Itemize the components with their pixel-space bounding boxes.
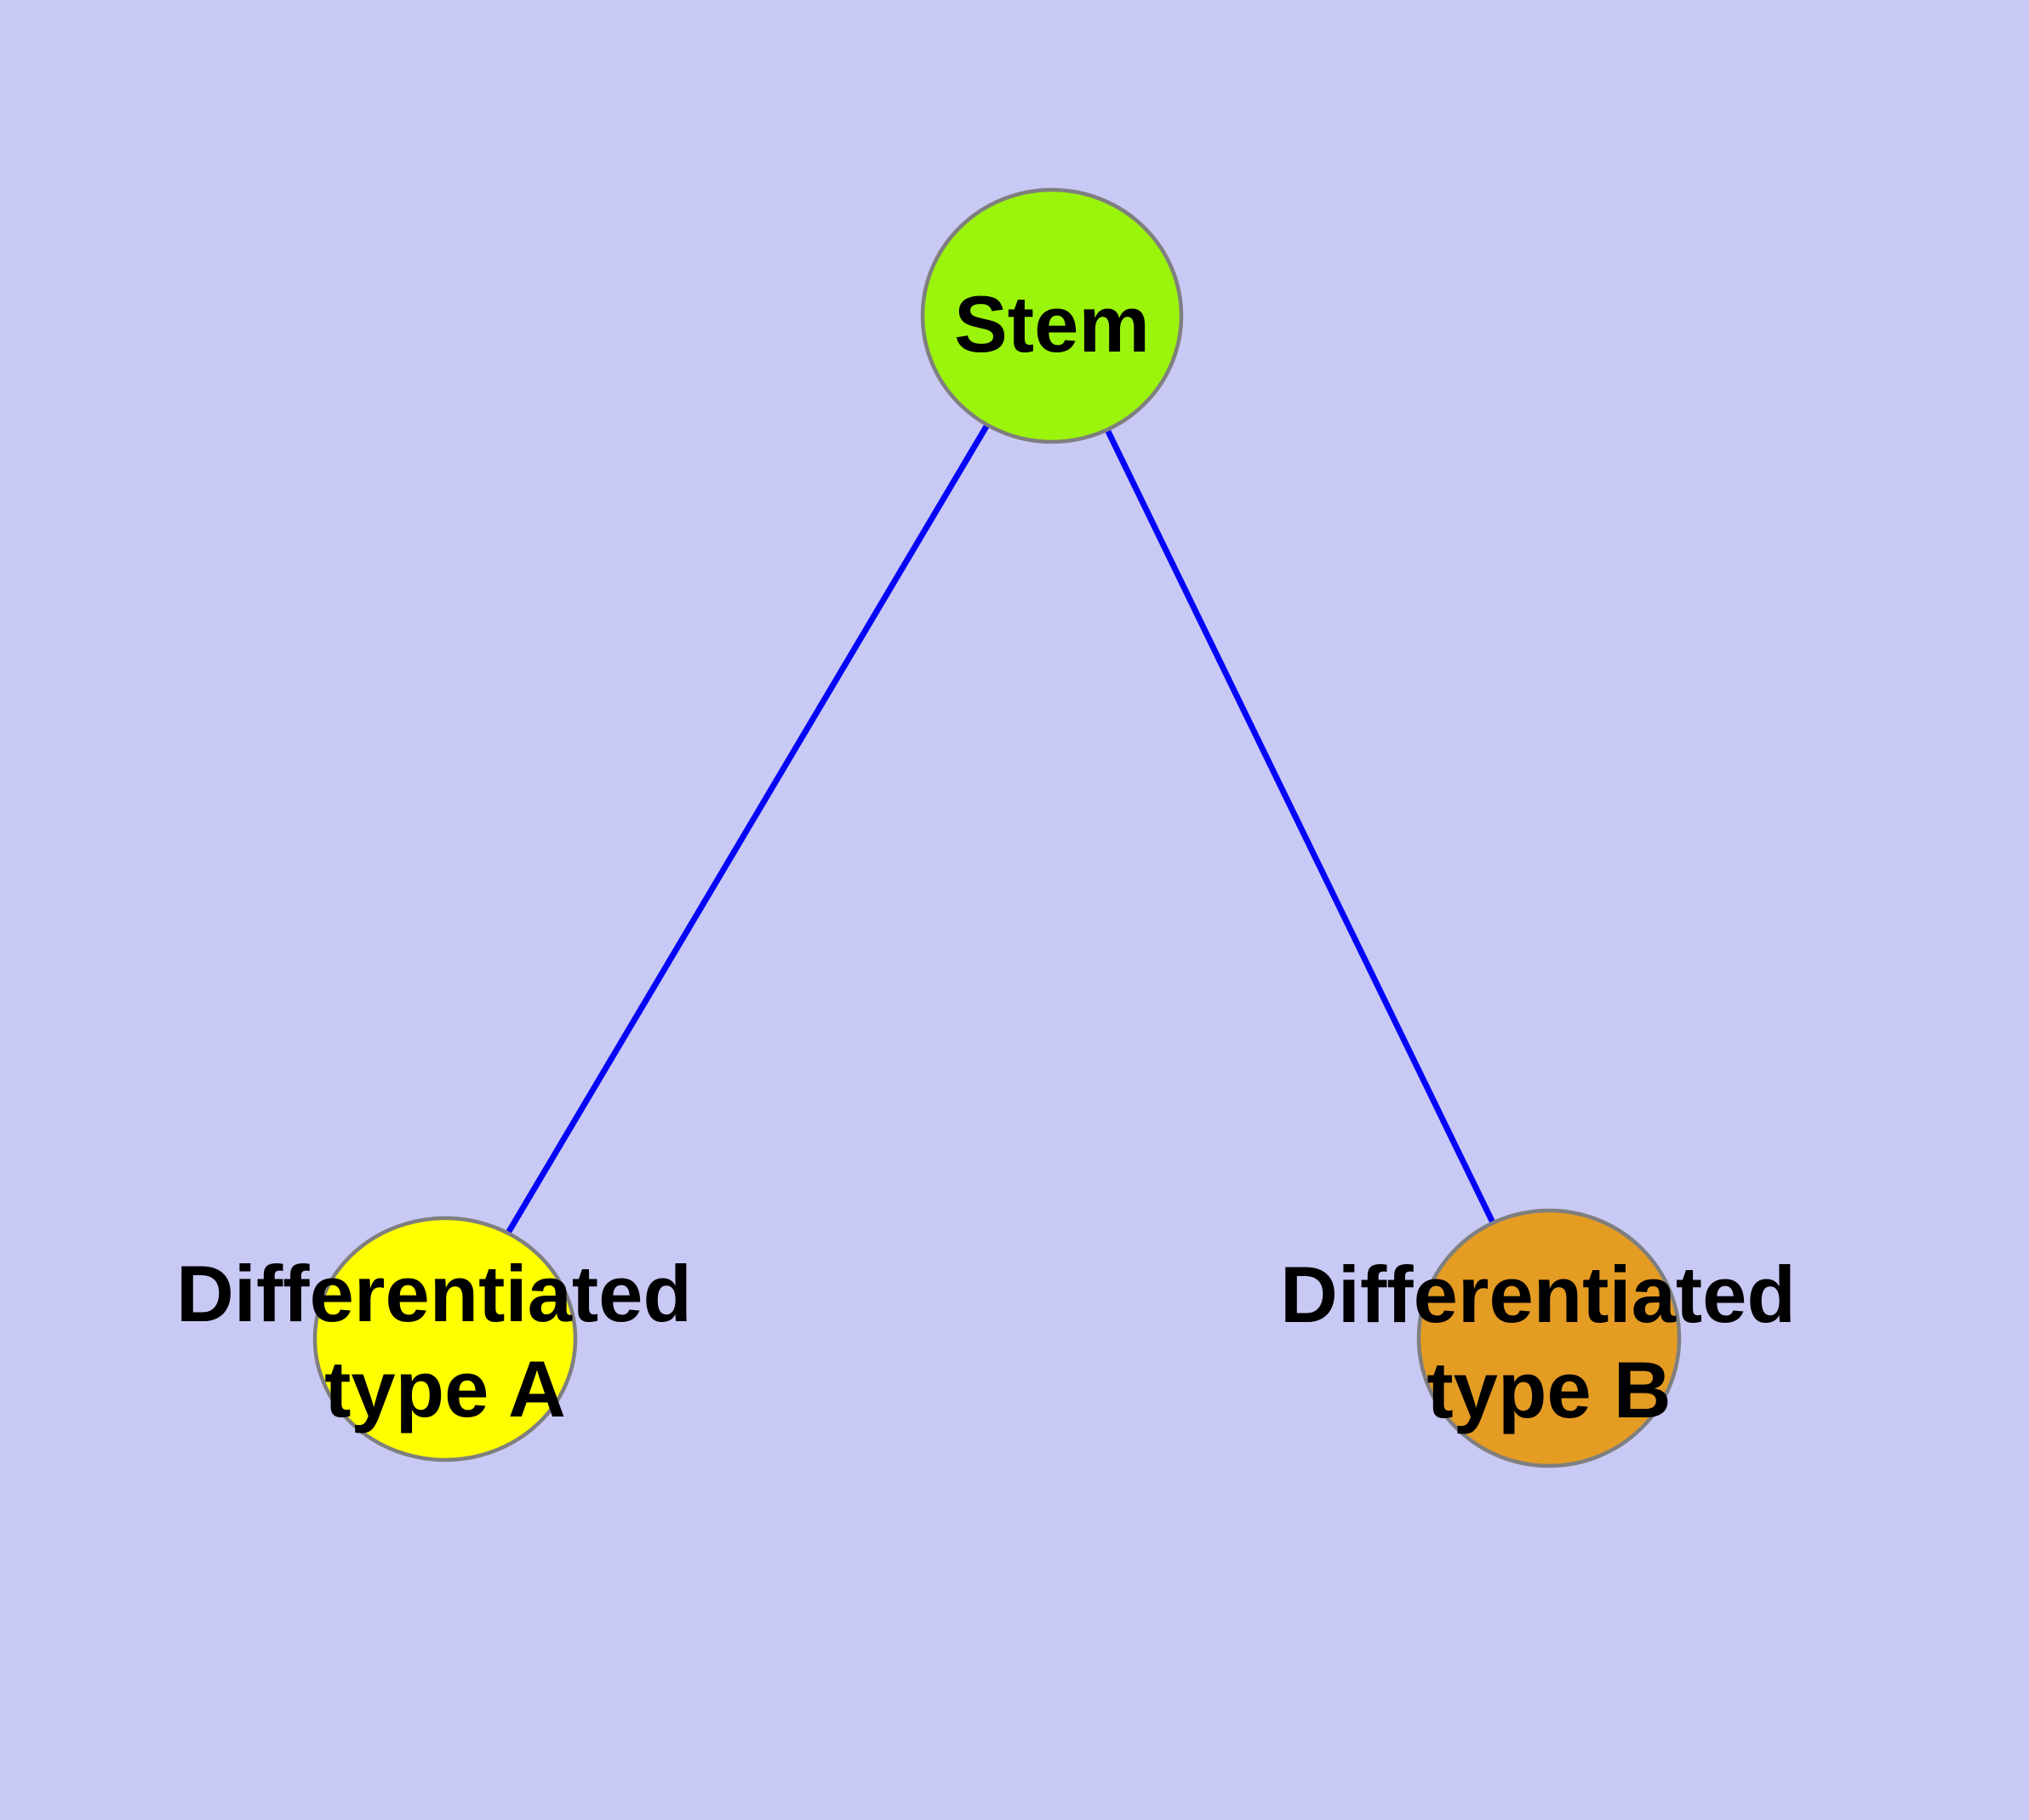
differentiated-type-b-node [1416, 1208, 1682, 1468]
differentiated-type-b-label: Differentiated type B [1280, 1250, 1818, 1434]
stem-node [920, 187, 1184, 444]
differentiated-type-b-label-line-2: type B [1426, 1345, 1671, 1434]
differentiated-type-a-label-line-1: Differentiated [176, 1249, 692, 1338]
stem-node-label: Stem [954, 279, 1150, 369]
differentiated-type-b-label-line-1: Differentiated [1280, 1250, 1796, 1339]
differentiated-type-a-node [312, 1216, 578, 1462]
differentiated-type-a-label: Differentiated type A [176, 1249, 714, 1434]
edge-stem-to-type-b [1049, 314, 1552, 1340]
edge-stem-to-type-a [442, 314, 1055, 1341]
differentiated-type-a-label-line-2: type A [324, 1344, 566, 1434]
